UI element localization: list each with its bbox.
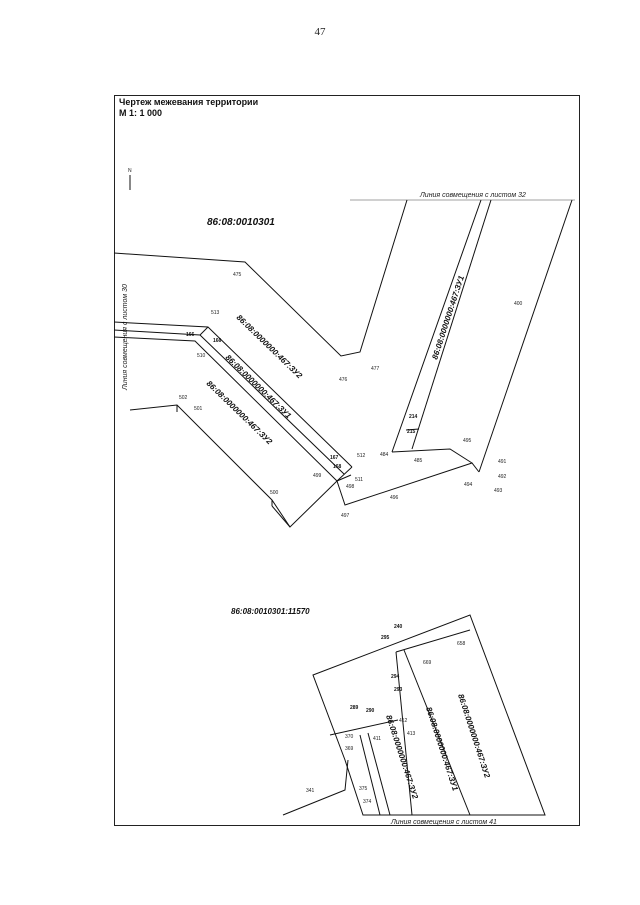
boundary-295 [395,629,471,653]
title-text: Чертеж межевания территории [119,97,259,107]
boundary-341 [282,759,349,816]
boundary-485 [411,199,492,450]
boundary-511 [336,474,352,482]
point-475: 475 [233,272,242,278]
boundary-zu2-left [359,734,381,816]
point-669: 669 [423,660,432,666]
point-167: 167 [330,455,339,461]
zone-label-bottom: 86:08:0010301:11570 [231,607,310,616]
boundary-400 [478,199,573,473]
point-494: 494 [464,482,473,488]
boundary-zu1-right [403,649,471,816]
point-294: 294 [391,674,400,680]
divider-215 [405,428,420,431]
point-374: 374 [363,799,372,805]
boundary-475 [113,199,408,357]
boundary-510 [113,336,338,482]
point-502: 502 [179,395,188,401]
point-496: 496 [390,495,399,501]
page-number: 47 [314,26,326,38]
point-485: 485 [414,458,423,464]
point-400: 400 [514,301,523,307]
point-375: 375 [359,786,368,792]
north-arrow-icon: N [128,168,132,190]
point-168: 168 [333,464,342,470]
point-512: 512 [357,453,366,459]
north-label: N [128,168,132,174]
point-240: 240 [394,624,403,630]
point-501: 501 [194,406,203,412]
drawing-title: Чертеж межевания территории М 1: 1 000 [119,97,258,119]
point-412: 412 [399,718,408,724]
point-498: 498 [346,484,355,490]
boundary-484-485 [391,448,473,464]
point-289: 289 [350,705,359,711]
point-166a: 166 [186,332,195,338]
boundary-zu2-inner [367,732,391,816]
divider-166 [199,326,209,336]
parcel-label-zu1-bottom: 86:08:0000000:467:ЗУ1 [424,706,460,793]
boundary-289 [329,719,399,736]
boundary-500-edge [271,505,291,528]
parcel-label-zu2-bottom-right: 86:08:0000000:467:ЗУ2 [456,693,492,780]
point-341: 341 [306,788,315,794]
point-511: 511 [355,477,363,483]
parcel-label-zu2-bottom: 86:08:0000000:467:ЗУ2 [384,714,420,801]
point-166b: 166 [213,338,222,344]
point-500: 500 [270,490,279,496]
point-497: 497 [341,513,350,519]
point-510: 510 [197,353,206,359]
scale-text: М 1: 1 000 [119,108,163,118]
point-477: 477 [371,366,380,372]
boundary-502 [129,404,338,528]
junction-label-32: Линия совмещения с листом 32 [419,192,526,199]
point-215: 215 [407,429,416,435]
boundary-zu1-left [395,651,413,816]
boundary-513 [113,321,353,468]
point-495: 495 [463,438,472,444]
point-411: 411 [373,736,381,742]
point-484: 484 [380,452,389,458]
point-492: 492 [498,474,507,480]
point-513: 513 [211,310,220,316]
point-413: 413 [407,731,416,737]
point-369: 369 [345,746,354,752]
point-491: 491 [498,459,507,465]
divider-167 [336,466,353,482]
drawing-frame [114,95,580,826]
point-370: 370 [345,734,354,740]
point-493: 493 [494,488,503,494]
point-293: 293 [394,687,403,693]
point-658: 658 [457,641,466,647]
point-214: 214 [409,414,418,420]
boundary-bottom-block [312,614,546,816]
boundary-496 [336,462,480,506]
point-499: 499 [313,473,322,479]
point-476: 476 [339,377,348,383]
boundary-484 [391,199,482,453]
junction-label-41: Линия совмещения с листом 41 [390,819,497,826]
parcel-label-zu1-right: 86:08:0000000:467:ЗУ1 [430,274,466,361]
zone-label-top: 86:08:0010301 [207,217,275,228]
point-295: 295 [381,635,390,641]
point-290: 290 [366,708,375,714]
